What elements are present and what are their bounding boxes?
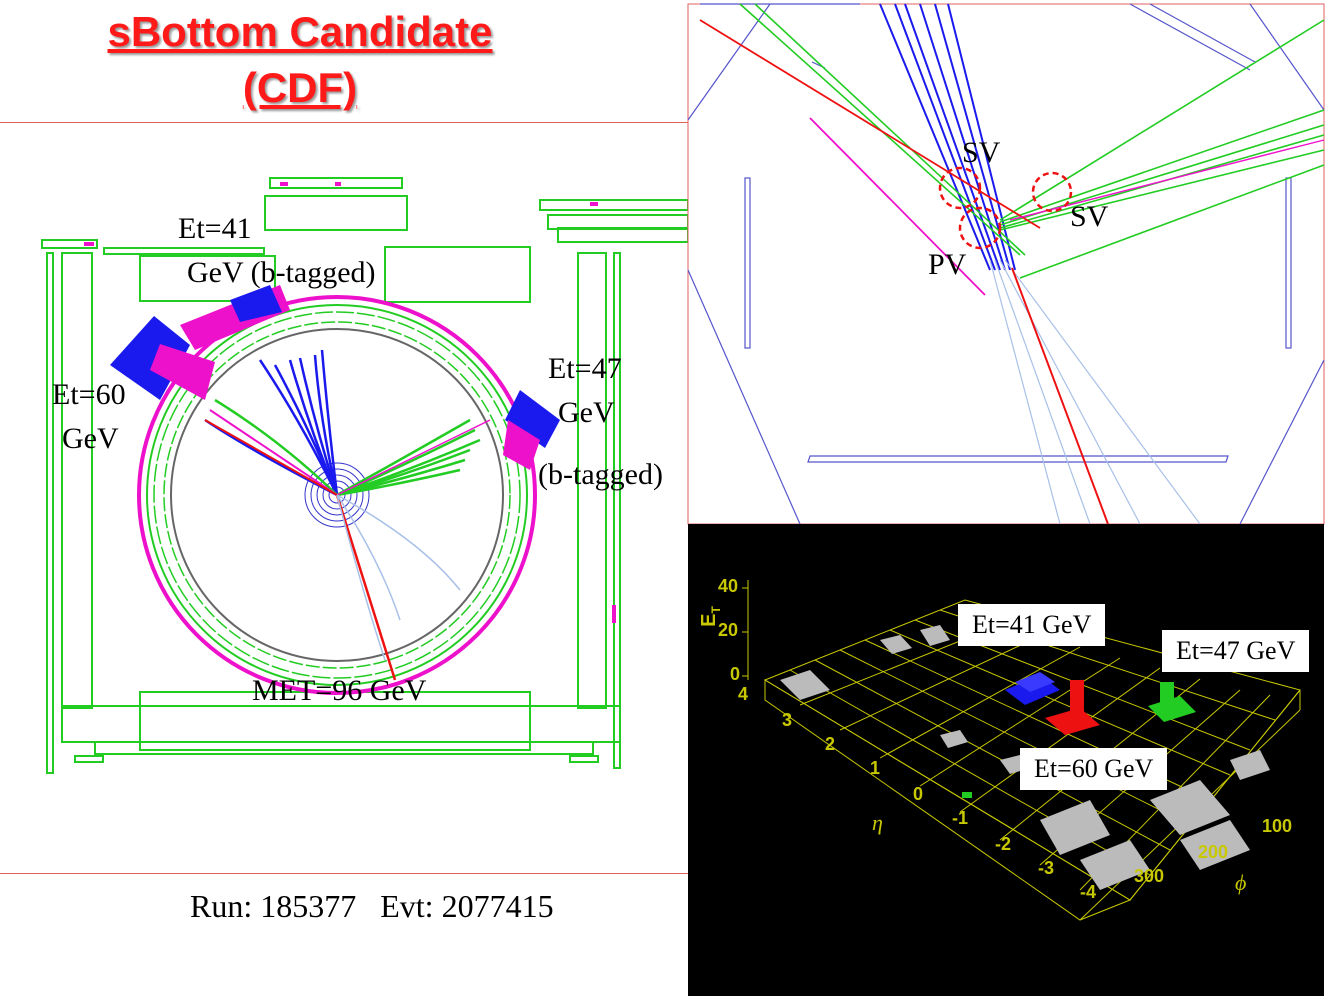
eta-tick: -4 [1080, 882, 1097, 902]
eta-tick: 3 [782, 710, 793, 730]
jet2-et-label: Et=60 [52, 378, 126, 411]
page-title: sBottom Candidate [107, 8, 493, 55]
lego-label-jet-41: Et=41 GeV [958, 604, 1106, 646]
jet3-unit-label: GeV [558, 396, 615, 429]
detector-view [41, 177, 688, 774]
jet1-unit-label: GeV (b-tagged) [187, 256, 376, 289]
met-label: MET=96 GeV [252, 674, 427, 707]
eta-tick: -3 [1038, 858, 1055, 878]
page-subtitle: (CDF) [242, 64, 358, 111]
phi-tick: 200 [1198, 842, 1229, 862]
jet1-et-label: Et=41 [178, 212, 252, 245]
lego-label-jet-47: Et=47 GeV [1162, 630, 1310, 672]
phi-tick: 300 [1134, 866, 1165, 886]
eta-tick: 1 [870, 758, 881, 778]
sv2-label: SV [1070, 200, 1109, 233]
lego-y-tick-40: 40 [718, 576, 739, 596]
jet3-et-label: Et=47 [548, 352, 622, 385]
sv1-label: SV [962, 136, 1001, 169]
jet2-unit-label: GeV [62, 422, 119, 455]
footer-divider [0, 873, 688, 874]
lego-y-tick-20: 20 [718, 620, 739, 640]
eta-tick: 2 [825, 734, 836, 754]
eta-tick: -2 [995, 834, 1012, 854]
eta-axis-label: η [872, 810, 883, 835]
phi-axis-label: ϕ [1235, 870, 1247, 895]
run-info: Run: 185377 Evt: 2077415 [190, 888, 554, 924]
eta-tick: 0 [913, 784, 924, 804]
phi-tick: 100 [1262, 816, 1293, 836]
jet3-tag-label: (b-tagged) [538, 458, 663, 491]
lego-y-tick-0: 0 [730, 664, 741, 684]
pv-label: PV [928, 248, 967, 281]
title-divider [0, 122, 688, 123]
lego-label-jet-60: Et=60 GeV [1020, 748, 1168, 790]
eta-tick: -1 [952, 808, 969, 828]
eta-tick: 4 [738, 684, 749, 704]
